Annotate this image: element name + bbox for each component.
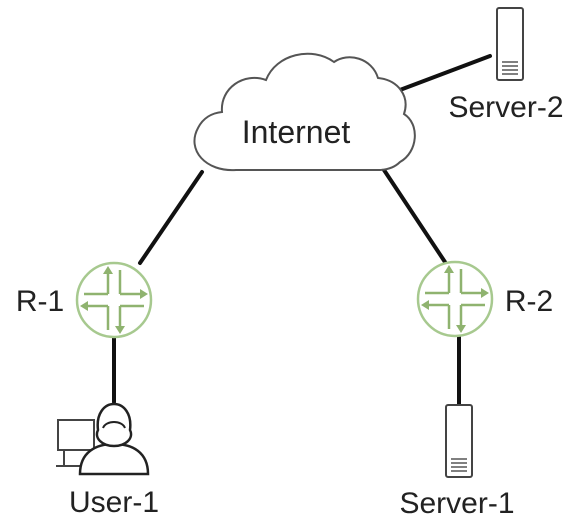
r2-node: R-2 xyxy=(416,260,553,338)
server2-label: Server-2 xyxy=(448,91,563,124)
server1-node: Server-1 xyxy=(399,404,515,520)
r1-label: R-1 xyxy=(16,285,64,318)
internet-label: Internet xyxy=(242,114,351,150)
server-icon xyxy=(496,7,524,81)
r1-node: R-1 xyxy=(16,261,153,339)
server2-node: Server-2 xyxy=(448,7,564,124)
user1-label: User-1 xyxy=(69,486,159,519)
r2-label: R-2 xyxy=(505,285,553,318)
router-icon xyxy=(416,260,494,338)
links xyxy=(112,54,492,407)
link-internet-r1 xyxy=(138,170,204,265)
link-internet-server2 xyxy=(382,54,492,98)
server1-label: Server-1 xyxy=(399,487,514,520)
cloud-icon xyxy=(193,52,416,172)
user-workstation-icon xyxy=(56,402,150,476)
link-internet-r2 xyxy=(382,168,447,264)
router-icon xyxy=(75,261,153,339)
internet-node: Internet xyxy=(193,52,416,172)
server-icon xyxy=(445,404,473,478)
user1-node: User-1 xyxy=(56,402,159,519)
